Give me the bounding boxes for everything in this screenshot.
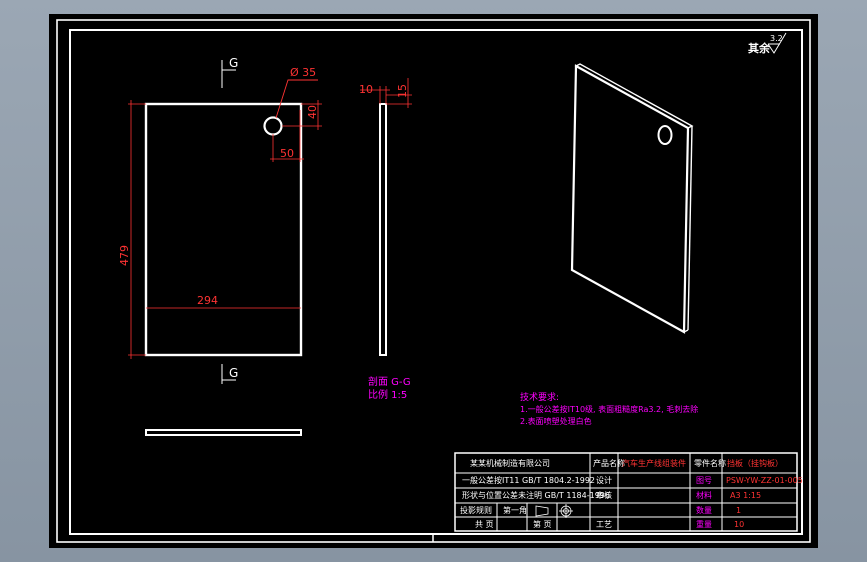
dim-edge: 15 — [396, 84, 409, 98]
tb-material-label: 材料 — [696, 490, 712, 500]
front-view: G G Ø 35 40 50 479 294 — [118, 56, 322, 384]
roughness-symbol: 其余 3.2 — [748, 32, 787, 55]
section-mark-top: G — [229, 56, 238, 70]
tech-req-title: 技术要求: — [520, 391, 559, 403]
tech-req-item-2: 2.表面喷塑处理白色 — [520, 416, 592, 426]
roughness-label: 其余 — [748, 41, 771, 55]
side-outline — [379, 103, 387, 356]
side-view: 10 15 剖面 G-G 比例 1:5 — [359, 78, 412, 401]
tb-product-value: 汽车生产线组装件 — [622, 458, 686, 468]
dim-hole-dia: Ø 35 — [290, 66, 316, 79]
tb-company: 某某机械制造有限公司 — [470, 458, 550, 468]
tb-material: A3 1:15 — [730, 491, 761, 500]
tb-drawing-no: PSW-YW-ZZ-01-005 — [726, 476, 803, 485]
tb-qty: 1 — [736, 506, 741, 515]
tb-std2: 形状与位置公差未注明 GB/T 1184-1996 — [462, 490, 610, 500]
tb-product-label: 产品名称 — [593, 458, 625, 468]
tb-proj-sheet: 第一角 — [503, 505, 527, 515]
technical-requirements: 技术要求: 1.一般公差按IT10级, 表面粗糙度Ra3.2, 毛刺去除 2.表… — [520, 391, 698, 426]
top-view-plate — [145, 429, 302, 436]
side-note-1: 剖面 G-G — [368, 375, 411, 388]
section-mark-bottom: G — [229, 366, 238, 380]
plate-outline — [144, 102, 303, 357]
tb-projection-label: 投影规则 — [460, 505, 492, 515]
roughness-value: 3.2 — [770, 34, 783, 43]
tb-sheet-label: 共 页 — [475, 520, 494, 529]
iso-hole — [657, 125, 673, 145]
tb-qty-label: 数量 — [696, 505, 712, 515]
dim-width: 294 — [197, 294, 218, 307]
tb-std1: 一般公差按IT11 GB/T 1804.2-1992 — [462, 475, 595, 485]
tb-drawing-no-label: 图号 — [696, 476, 712, 485]
inner-frame — [69, 29, 803, 535]
tb-weight: 10 — [734, 520, 744, 529]
projection-symbol-icon — [535, 504, 573, 518]
tb-sheet-num: 第 页 — [533, 519, 552, 529]
dim-height: 479 — [118, 245, 131, 266]
title-block — [454, 452, 798, 532]
dim-hole-y: 40 — [306, 105, 319, 119]
side-note-2: 比例 1:5 — [368, 388, 407, 401]
isometric-view — [570, 63, 694, 334]
tb-weight-label: 重量 — [696, 519, 712, 529]
dim-thickness: 10 — [359, 83, 373, 96]
tb-review-label: 审核 — [596, 490, 612, 500]
dim-hole-x: 50 — [280, 147, 294, 160]
tb-part-value: 挡板（挂钩板） — [727, 458, 783, 468]
tb-process-label: 工艺 — [596, 520, 612, 529]
tb-part-label: 零件名称 — [694, 458, 726, 468]
hole-dia-leader — [275, 79, 318, 119]
tb-design-label: 设计 — [596, 475, 612, 485]
tech-req-item-1: 1.一般公差按IT10级, 表面粗糙度Ra3.2, 毛刺去除 — [520, 404, 698, 414]
